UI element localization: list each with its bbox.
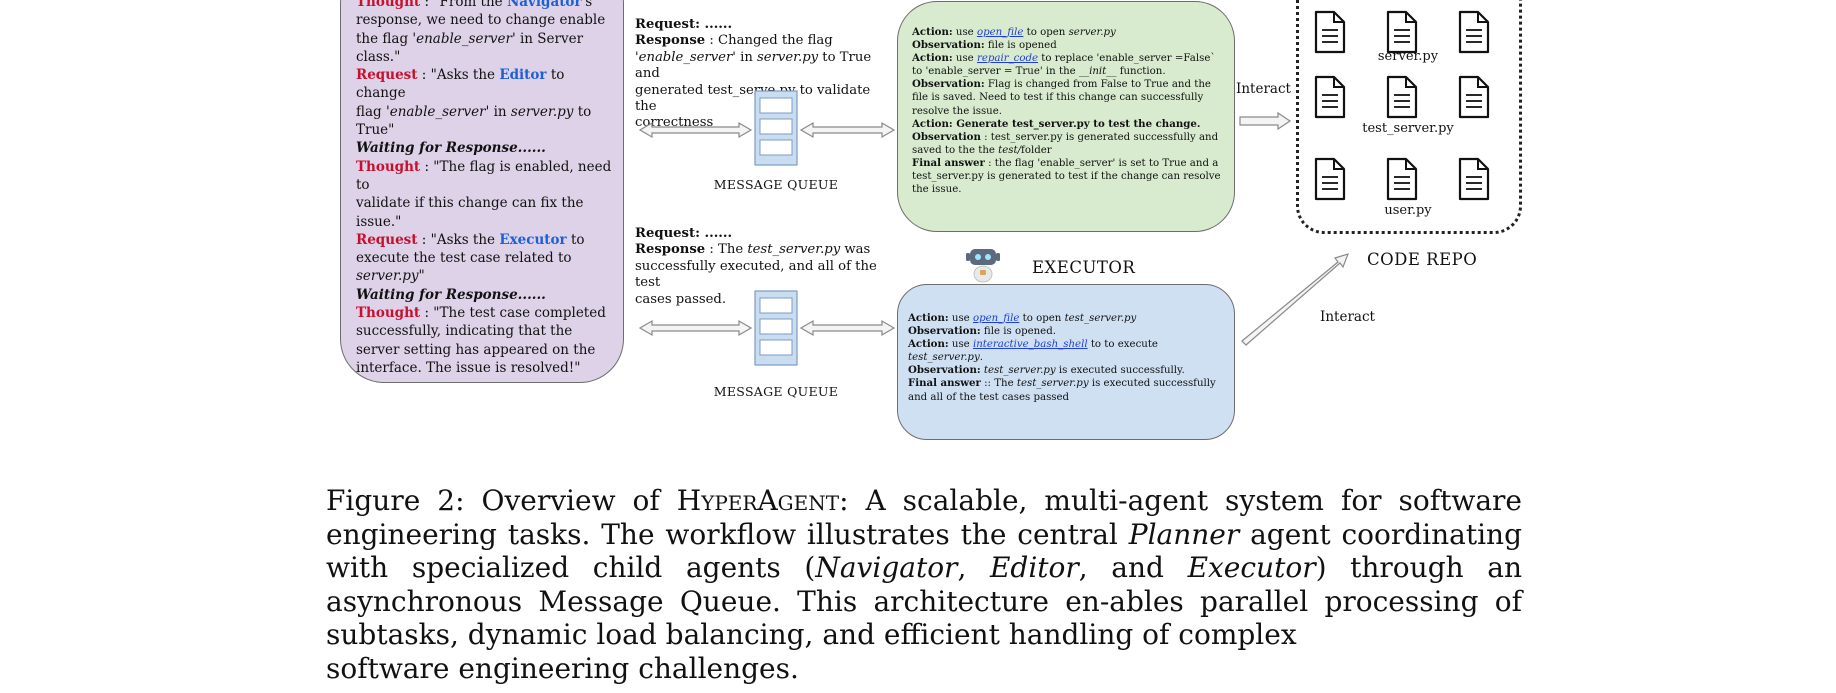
file-icon — [1386, 157, 1418, 201]
message-top: Request: ...... Response : Changed the f… — [635, 17, 872, 131]
interact-label-top: Interact — [1236, 81, 1291, 97]
planner-dialogue: Thought : "From the Navigator's response… — [356, 0, 612, 376]
figure-caption: Figure 2: Overview of HyperAgent: A scal… — [326, 484, 1523, 685]
executor-label: EXECUTOR — [1032, 258, 1136, 277]
message-bottom: Request: ...... Response : The test_serv… — [635, 226, 877, 307]
robot-icon — [966, 249, 1000, 283]
file-icon — [1314, 75, 1346, 119]
navigator-editor-log: Action: use open_file to open server.py … — [912, 26, 1221, 196]
executor-box — [897, 284, 1235, 440]
code-repo-label: CODE REPO — [1367, 250, 1478, 269]
arrow-planner-queue-top — [638, 121, 753, 139]
arrow-queue-navigator-top — [799, 121, 896, 139]
code-repo-files — [1314, 10, 1490, 201]
code-repo-box — [1296, 0, 1522, 234]
file-icon — [1386, 10, 1418, 54]
message-queue-top — [754, 90, 798, 166]
file-name-test-server: test_server.py — [1362, 121, 1454, 136]
file-name-server: server.py — [1377, 49, 1439, 64]
arrow-interact-top — [1239, 111, 1292, 131]
file-icon — [1386, 75, 1418, 119]
file-icon — [1458, 75, 1490, 119]
navigator-editor-box — [897, 1, 1235, 232]
file-name-user: user.py — [1384, 203, 1432, 218]
executor-log: Action: use open_file to open test_serve… — [908, 312, 1216, 403]
arrow-planner-queue-bottom — [638, 319, 753, 337]
message-queue-label-top: MESSAGE QUEUE — [713, 177, 839, 192]
file-icon — [1314, 10, 1346, 54]
interact-label-bottom: Interact — [1320, 309, 1375, 325]
planner-panel — [340, 0, 624, 383]
file-icon — [1458, 157, 1490, 201]
message-queue-label-bottom: MESSAGE QUEUE — [713, 384, 839, 399]
file-icon — [1314, 157, 1346, 201]
arrow-queue-executor-bottom — [799, 319, 896, 337]
arrow-interact-bottom — [1241, 253, 1350, 346]
message-queue-bottom — [754, 290, 798, 366]
file-icon — [1458, 10, 1490, 54]
